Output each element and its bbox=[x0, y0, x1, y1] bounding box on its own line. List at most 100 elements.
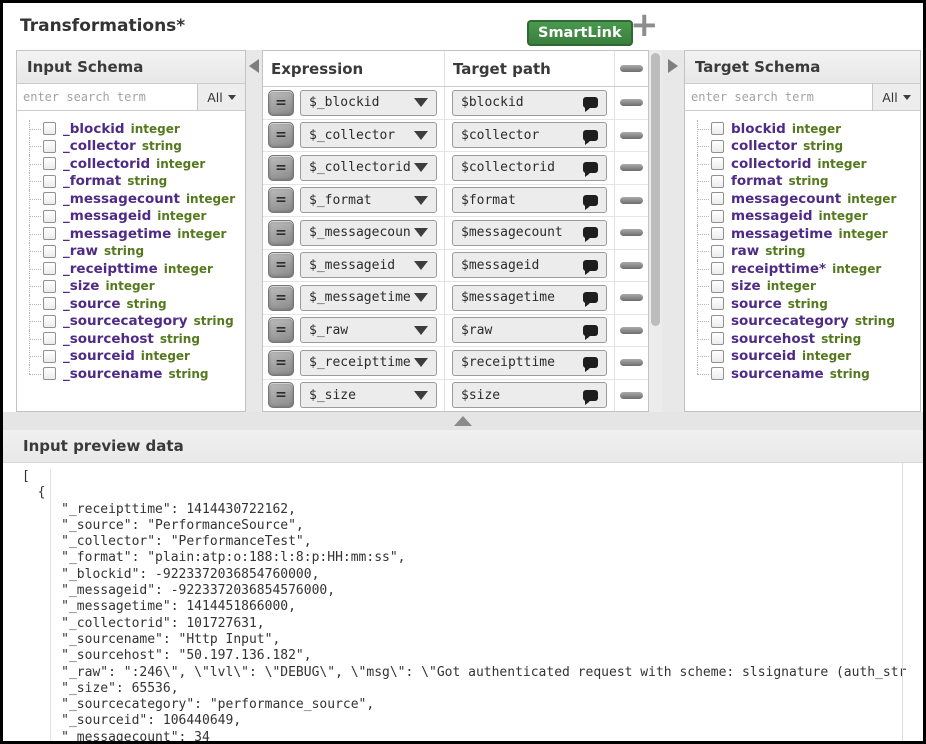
equals-operator-button[interactable]: = bbox=[268, 382, 294, 409]
smartlink-button[interactable]: SmartLink bbox=[527, 20, 633, 46]
expression-dropdown[interactable]: $_receipttime bbox=[300, 349, 437, 376]
schema-field-row[interactable]: _source string bbox=[29, 295, 241, 313]
field-checkbox[interactable] bbox=[43, 297, 56, 311]
search-input[interactable] bbox=[685, 84, 872, 110]
field-checkbox[interactable] bbox=[711, 209, 724, 223]
target-path-input[interactable]: $raw bbox=[452, 317, 607, 344]
target-path-input[interactable]: $collectorid bbox=[452, 154, 607, 181]
comment-bubble-icon[interactable] bbox=[583, 129, 598, 145]
field-checkbox[interactable] bbox=[711, 332, 724, 346]
schema-field-row[interactable]: _messagetime integer bbox=[29, 225, 241, 243]
schema-field-row[interactable]: source string bbox=[697, 295, 916, 313]
expression-dropdown[interactable]: $_size bbox=[300, 382, 437, 409]
comment-bubble-icon[interactable] bbox=[583, 259, 598, 275]
target-path-input[interactable]: $blockid bbox=[452, 89, 607, 116]
expression-dropdown[interactable]: $_messagetime bbox=[300, 284, 437, 311]
equals-operator-button[interactable]: = bbox=[268, 349, 294, 376]
field-checkbox[interactable] bbox=[711, 262, 724, 276]
comment-bubble-icon[interactable] bbox=[583, 162, 598, 178]
remove-row-button[interactable] bbox=[620, 359, 643, 367]
schema-field-row[interactable]: _sourcename string bbox=[29, 365, 241, 383]
field-checkbox[interactable] bbox=[43, 349, 56, 363]
comment-bubble-icon[interactable] bbox=[583, 389, 598, 405]
field-checkbox[interactable] bbox=[43, 244, 56, 258]
remove-row-button[interactable] bbox=[620, 391, 643, 399]
schema-field-row[interactable]: messageid integer bbox=[697, 207, 916, 226]
schema-field-row[interactable]: _size integer bbox=[29, 277, 241, 296]
schema-field-row[interactable]: size integer bbox=[697, 277, 916, 296]
field-checkbox[interactable] bbox=[43, 157, 56, 171]
schema-field-row[interactable]: raw string bbox=[697, 242, 916, 261]
schema-field-row[interactable]: messagecount integer bbox=[697, 190, 916, 208]
target-path-input[interactable]: $format bbox=[452, 187, 607, 214]
field-checkbox[interactable] bbox=[711, 227, 724, 241]
equals-operator-button[interactable]: = bbox=[268, 154, 294, 181]
remove-row-button[interactable] bbox=[620, 229, 643, 237]
schema-field-row[interactable]: _messageid integer bbox=[29, 207, 241, 226]
field-checkbox[interactable] bbox=[43, 174, 56, 188]
remove-all-button[interactable] bbox=[620, 65, 643, 72]
remove-row-button[interactable] bbox=[620, 326, 643, 334]
equals-operator-button[interactable]: = bbox=[268, 122, 294, 149]
field-checkbox[interactable] bbox=[711, 349, 724, 363]
field-checkbox[interactable] bbox=[711, 157, 724, 171]
comment-bubble-icon[interactable] bbox=[583, 227, 598, 243]
schema-field-row[interactable]: _messagecount integer bbox=[29, 190, 241, 208]
schema-field-row[interactable]: receipttime* integer bbox=[697, 260, 916, 278]
target-path-input[interactable]: $collector bbox=[452, 122, 607, 149]
field-checkbox[interactable] bbox=[711, 192, 724, 206]
field-checkbox[interactable] bbox=[711, 367, 724, 381]
schema-field-row[interactable]: _receipttime integer bbox=[29, 260, 241, 278]
equals-operator-button[interactable]: = bbox=[268, 89, 294, 116]
schema-field-row[interactable]: blockid integer bbox=[697, 120, 916, 138]
field-checkbox[interactable] bbox=[711, 174, 724, 188]
remove-row-button[interactable] bbox=[620, 131, 643, 139]
schema-field-row[interactable]: _sourceid integer bbox=[29, 347, 241, 366]
schema-field-row[interactable]: sourcehost string bbox=[697, 330, 916, 348]
comment-bubble-icon[interactable] bbox=[583, 292, 598, 308]
schema-field-row[interactable]: collectorid integer bbox=[697, 155, 916, 173]
equals-operator-button[interactable]: = bbox=[268, 284, 294, 311]
search-input[interactable] bbox=[17, 84, 197, 110]
expression-dropdown[interactable]: $_format bbox=[300, 187, 437, 214]
field-checkbox[interactable] bbox=[711, 314, 724, 328]
field-checkbox[interactable] bbox=[43, 227, 56, 241]
schema-field-row[interactable]: sourcecategory string bbox=[697, 312, 916, 331]
schema-field-row[interactable]: _format string bbox=[29, 172, 241, 191]
field-checkbox[interactable] bbox=[43, 209, 56, 223]
schema-field-row[interactable]: _sourcecategory string bbox=[29, 312, 241, 331]
field-checkbox[interactable] bbox=[43, 314, 56, 328]
comment-bubble-icon[interactable] bbox=[583, 324, 598, 340]
comment-bubble-icon[interactable] bbox=[583, 357, 598, 373]
comment-bubble-icon[interactable] bbox=[583, 97, 598, 113]
schema-field-row[interactable]: format string bbox=[697, 172, 916, 191]
mapping-scrollbar-thumb[interactable] bbox=[651, 53, 660, 326]
schema-field-row[interactable]: _collector string bbox=[29, 137, 241, 156]
target-path-input[interactable]: $messageid bbox=[452, 252, 607, 279]
schema-field-row[interactable]: collector string bbox=[697, 137, 916, 156]
field-checkbox[interactable] bbox=[43, 279, 56, 293]
collapse-right-icon[interactable] bbox=[668, 59, 678, 73]
remove-row-button[interactable] bbox=[620, 164, 643, 172]
target-path-input[interactable]: $messagecount bbox=[452, 219, 607, 246]
expression-dropdown[interactable]: $_raw bbox=[300, 317, 437, 344]
remove-row-button[interactable] bbox=[620, 196, 643, 204]
remove-row-button[interactable] bbox=[620, 294, 643, 302]
expression-dropdown[interactable]: $_messagecount bbox=[300, 219, 437, 246]
target-path-input[interactable]: $receipttime bbox=[452, 349, 607, 376]
target-path-input[interactable]: $messagetime bbox=[452, 284, 607, 311]
equals-operator-button[interactable]: = bbox=[268, 219, 294, 246]
schema-field-row[interactable]: _blockid integer bbox=[29, 120, 241, 138]
field-checkbox[interactable] bbox=[43, 262, 56, 276]
field-checkbox[interactable] bbox=[711, 122, 724, 136]
schema-field-row[interactable]: sourcename string bbox=[697, 365, 916, 383]
field-checkbox[interactable] bbox=[43, 122, 56, 136]
target-path-input[interactable]: $size bbox=[452, 382, 607, 409]
equals-operator-button[interactable]: = bbox=[268, 252, 294, 279]
field-checkbox[interactable] bbox=[43, 367, 56, 381]
remove-row-button[interactable] bbox=[620, 261, 643, 269]
field-checkbox[interactable] bbox=[43, 332, 56, 346]
expression-dropdown[interactable]: $_messageid bbox=[300, 252, 437, 279]
add-transformation-button[interactable]: + bbox=[630, 5, 659, 45]
equals-operator-button[interactable]: = bbox=[268, 317, 294, 344]
